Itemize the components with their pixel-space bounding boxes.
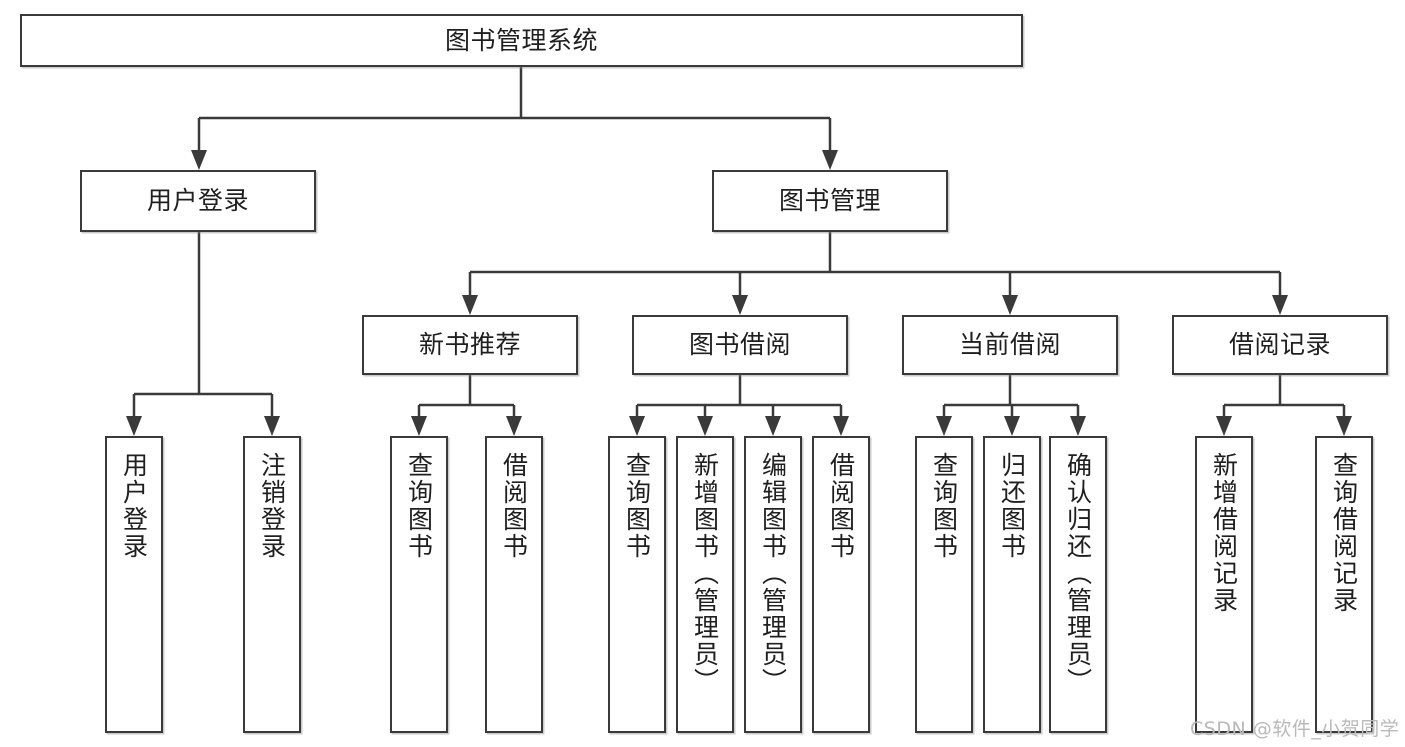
node-book-borrow[interactable]: 图书借阅 [632,315,848,375]
leaf-current-borrow-confirm[interactable]: 确认归还（管理员） [1049,436,1107,733]
node-borrow-record[interactable]: 借阅记录 [1172,315,1388,375]
leaf-current-borrow-return[interactable]: 归还图书 [983,436,1041,733]
node-book-borrow-label: 图书借阅 [688,330,791,360]
node-user-login[interactable]: 用户登录 [80,170,316,232]
node-new-book-recommend[interactable]: 新书推荐 [362,315,578,375]
node-root-label: 图书管理系统 [444,25,598,55]
leaf-user-login-login-label: 用户登录 [119,452,149,560]
leaf-book-borrow-query-label: 查询图书 [622,452,652,560]
leaf-new-book-query-label: 查询图书 [404,452,434,560]
leaf-new-book-query[interactable]: 查询图书 [390,436,448,733]
leaf-current-borrow-query[interactable]: 查询图书 [915,436,973,733]
node-borrow-record-label: 借阅记录 [1228,330,1331,360]
csdn-watermark: CSDN @软件_小贺同学 [1190,718,1400,740]
leaf-book-borrow-edit-label: 编辑图书（管理员） [758,452,788,695]
leaf-borrow-record-add[interactable]: 新增借阅记录 [1195,436,1253,733]
leaf-current-borrow-return-label: 归还图书 [997,452,1027,560]
node-root[interactable]: 图书管理系统 [20,14,1023,67]
node-book-management-label: 图书管理 [778,186,881,216]
leaf-user-login-login[interactable]: 用户登录 [105,436,163,733]
leaf-book-borrow-query[interactable]: 查询图书 [608,436,666,733]
leaf-borrow-record-query-label: 查询借阅记录 [1329,452,1359,614]
leaf-user-login-logout-label: 注销登录 [257,452,287,560]
leaf-new-book-borrow[interactable]: 借阅图书 [485,436,543,733]
leaf-borrow-record-add-label: 新增借阅记录 [1209,452,1239,614]
leaf-book-borrow-edit[interactable]: 编辑图书（管理员） [744,436,802,733]
node-current-borrow[interactable]: 当前借阅 [902,315,1118,375]
leaf-book-borrow-borrow[interactable]: 借阅图书 [812,436,870,733]
leaf-user-login-logout[interactable]: 注销登录 [243,436,301,733]
node-current-borrow-label: 当前借阅 [958,330,1061,360]
node-user-login-label: 用户登录 [146,186,249,216]
leaf-current-borrow-confirm-label: 确认归还（管理员） [1063,452,1093,695]
leaf-book-borrow-add-label: 新增图书（管理员） [690,452,720,695]
leaf-new-book-borrow-label: 借阅图书 [499,452,529,560]
node-book-management[interactable]: 图书管理 [712,170,948,232]
leaf-borrow-record-query[interactable]: 查询借阅记录 [1315,436,1373,733]
node-new-book-recommend-label: 新书推荐 [418,330,521,360]
leaf-book-borrow-borrow-label: 借阅图书 [826,452,856,560]
leaf-book-borrow-add[interactable]: 新增图书（管理员） [676,436,734,733]
leaf-current-borrow-query-label: 查询图书 [929,452,959,560]
